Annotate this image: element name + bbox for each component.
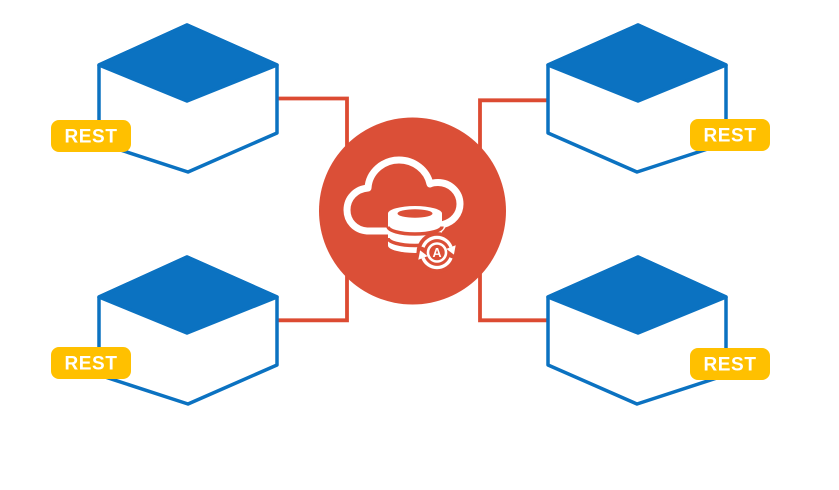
- rest-label: REST: [703, 126, 756, 147]
- rest-badge-top-right: REST: [690, 119, 770, 151]
- rest-label: REST: [64, 354, 117, 375]
- node-cube-bottom-left: [97, 255, 279, 406]
- sync-letter: A: [432, 246, 441, 260]
- rest-label: REST: [64, 127, 117, 148]
- node-cube-bottom-right: [546, 255, 728, 406]
- cloud-icon: [343, 156, 464, 235]
- hub: A: [319, 117, 506, 305]
- rest-label: REST: [703, 355, 756, 376]
- rest-badge-top-left: REST: [51, 120, 131, 152]
- rest-badge-bottom-right: REST: [690, 348, 770, 380]
- rest-badge-bottom-left: REST: [51, 347, 131, 379]
- sync-arrows-icon: A: [416, 232, 458, 273]
